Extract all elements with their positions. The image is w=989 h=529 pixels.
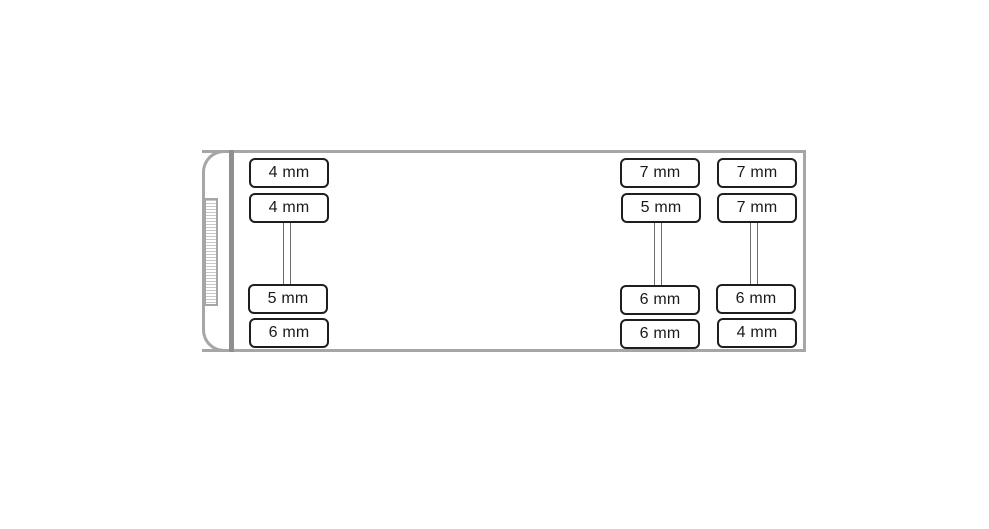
rear1-right-outer-tyre: 6 mm bbox=[620, 319, 700, 349]
rear2-left-inner-tyre: 7 mm bbox=[717, 193, 797, 223]
rear-axle-2 bbox=[750, 222, 758, 286]
cab-grille bbox=[204, 198, 218, 306]
front-left-inner-tyre: 4 mm bbox=[249, 193, 329, 223]
rear1-left-inner-tyre: 5 mm bbox=[621, 193, 701, 223]
rear1-left-outer-tyre: 7 mm bbox=[620, 158, 700, 188]
vehicle-body-outline bbox=[202, 150, 806, 352]
rear-axle-1 bbox=[654, 222, 662, 286]
front-axle bbox=[283, 222, 291, 286]
rear2-right-inner-tyre: 6 mm bbox=[716, 284, 796, 314]
rear2-right-outer-tyre: 4 mm bbox=[717, 318, 797, 348]
vehicle-cab-outline bbox=[202, 150, 232, 352]
rear2-left-outer-tyre: 7 mm bbox=[717, 158, 797, 188]
front-right-outer-tyre: 6 mm bbox=[249, 318, 329, 348]
front-left-outer-tyre: 4 mm bbox=[249, 158, 329, 188]
front-right-inner-tyre: 5 mm bbox=[248, 284, 328, 314]
cab-divider bbox=[229, 150, 234, 352]
rear1-right-inner-tyre: 6 mm bbox=[620, 285, 700, 315]
